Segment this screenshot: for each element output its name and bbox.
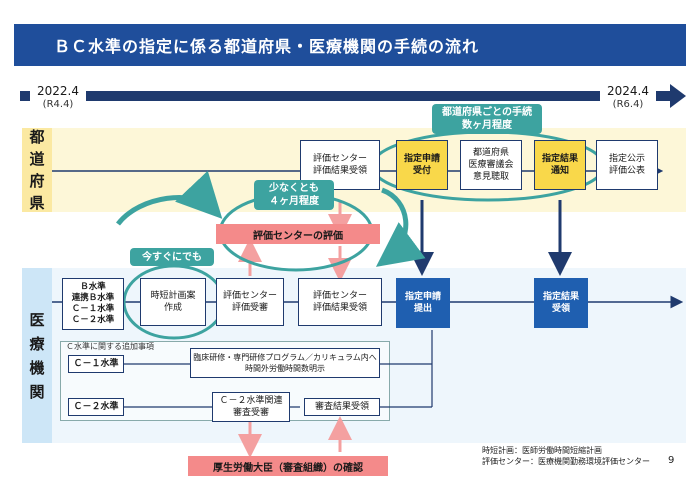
c1-label: Ｃ－１水準 (68, 355, 124, 373)
timeline-end-era: (R6.4) (612, 99, 644, 110)
pref-designation-apply-accept: 指定申請 受付 (396, 140, 448, 190)
prefecture-lane-header: 都 道 府 県 (22, 128, 52, 212)
teal-curve-left (116, 170, 223, 226)
lane-char: 県 (29, 194, 45, 212)
callout-pref-process: 都道府県ごとの手続 数ヶ月程度 (432, 104, 542, 134)
timeline-start-date: 2022.4 (37, 84, 79, 98)
c2-result: 審査結果受領 (304, 398, 380, 416)
callout-mhlw-confirm: 厚生労働大臣（審査組織）の確認 (188, 456, 388, 476)
med-designation-result-receive: 指定結果 受領 (534, 278, 588, 328)
timeline-start: 2022.4 (R4.4) (30, 84, 86, 112)
c2-review: Ｃ－２水準関連 審査受審 (212, 392, 290, 422)
pref-council-hearing: 都道府県 医療審議会 意見聴取 (460, 140, 522, 190)
med-designation-apply-submit: 指定申請 提出 (396, 278, 450, 328)
legend-line-1: 時短計画：医師労働時間短縮計画 (482, 446, 602, 455)
timeline-arrow (20, 84, 686, 108)
med-levels: Ｂ水準 連携Ｂ水準 Ｃ－１水準 Ｃ－２水準 (62, 278, 124, 330)
callout-center-evaluation: 評価センターの評価 (216, 224, 380, 244)
lane-char: 機 (29, 358, 45, 377)
legend: 時短計画：医師労働時間短縮計画 評価センター：医療機関勤務環境評価センター (482, 445, 672, 467)
pref-designation-result-notice: 指定結果 通知 (534, 140, 586, 190)
c2-label: Ｃ－２水準 (68, 398, 124, 416)
med-plan-create: 時短計画案 作成 (140, 278, 206, 326)
c-level-extra-label: Ｃ水準に関する追加事項 (66, 342, 154, 351)
c1-item: 臨床研修・専門研修プログラム／カリキュラム内へ 時間外労働時間数明示 (190, 348, 380, 378)
lane-char: 関 (29, 382, 45, 401)
timeline-end-date: 2024.4 (607, 84, 649, 98)
med-center-eval-receive: 評価センター 評価受審 (216, 278, 284, 326)
teal-curve-right (375, 187, 426, 267)
timeline-start-era: (R4.4) (42, 99, 74, 110)
page-number: 9 (668, 455, 675, 466)
med-center-result-receive: 評価センター 評価結果受領 (298, 278, 382, 326)
lane-char: 療 (29, 334, 45, 353)
callout-min-four-months: 少なくとも ４ヶ月程度 (254, 180, 334, 210)
legend-line-2: 評価センター：医療機関勤務環境評価センター (482, 457, 650, 466)
pref-designation-publish: 指定公示 評価公表 (596, 140, 658, 190)
lane-char: 都 (29, 128, 45, 146)
page-title: ＢＣ水準の指定に係る都道府県・医療機関の手続の流れ (14, 24, 686, 66)
lane-char: 道 (29, 150, 45, 168)
lane-char: 医 (29, 310, 45, 329)
medical-lane-header: 医 療 機 関 (22, 268, 52, 443)
timeline-end: 2024.4 (R6.4) (600, 84, 656, 112)
callout-immediately: 今すぐにでも (130, 248, 214, 266)
lane-char: 府 (29, 172, 45, 190)
